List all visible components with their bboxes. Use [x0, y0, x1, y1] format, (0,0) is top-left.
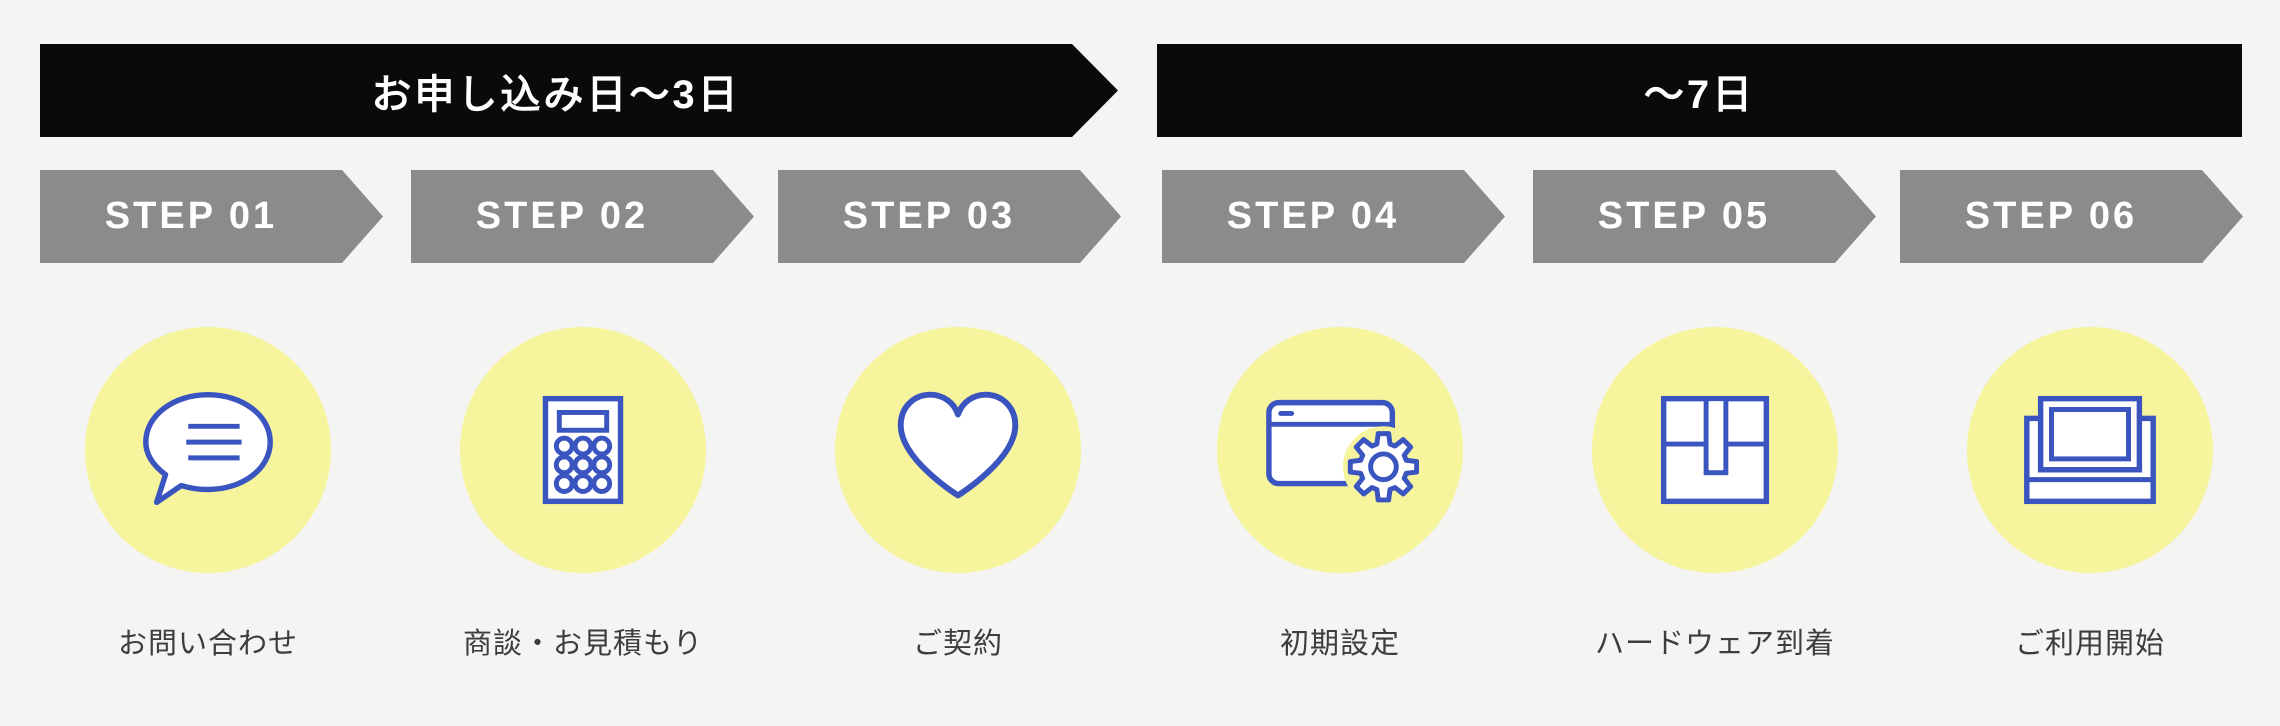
- step-circle-05: [1592, 327, 1838, 573]
- step-banner-04: STEP 04: [1162, 170, 1505, 263]
- heart-icon: [897, 391, 1019, 499]
- step-title-01: お問い合わせ: [117, 628, 299, 660]
- phase-banner-label: 〜7日: [1643, 72, 1756, 117]
- step-title-03: ご契約: [912, 628, 1004, 660]
- pos-terminal-icon: [2024, 395, 2156, 505]
- step-banner-06: STEP 06: [1900, 170, 2243, 263]
- step-circle-03: [835, 327, 1081, 573]
- step-banner-05: STEP 05: [1533, 170, 1876, 263]
- step-banner-03: STEP 03: [778, 170, 1121, 263]
- step-circle-04: [1217, 327, 1463, 573]
- step-number: STEP 06: [1964, 195, 2138, 237]
- step-number: STEP 02: [475, 195, 649, 237]
- step-title-02: 商談・お見積もり: [462, 628, 704, 660]
- step-circle-01: [85, 327, 331, 573]
- step-number: STEP 04: [1226, 195, 1400, 237]
- phase-banner-seven-days: 〜7日: [1157, 44, 2242, 137]
- calculator-icon: [542, 395, 624, 505]
- step-number: STEP 01: [104, 195, 278, 237]
- step-title-04: 初期設定: [1279, 628, 1401, 660]
- step-banner-02: STEP 02: [411, 170, 754, 263]
- step-circle-02: [460, 327, 706, 573]
- step-title-06: ご利用開始: [2014, 628, 2166, 660]
- package-box-icon: [1660, 395, 1770, 505]
- step-number: STEP 03: [842, 195, 1016, 237]
- browser-settings-icon: [1266, 399, 1419, 508]
- step-title-05: ハードウェア到着: [1594, 628, 1836, 660]
- step-banner-01: STEP 01: [40, 170, 383, 263]
- step-number: STEP 05: [1597, 195, 1771, 237]
- phase-banner-application-period: お申し込み日〜3日: [40, 44, 1118, 137]
- phase-banner-label: お申し込み日〜3日: [371, 72, 741, 117]
- step-circle-06: [1967, 327, 2213, 573]
- speech-bubble-icon: [143, 391, 273, 506]
